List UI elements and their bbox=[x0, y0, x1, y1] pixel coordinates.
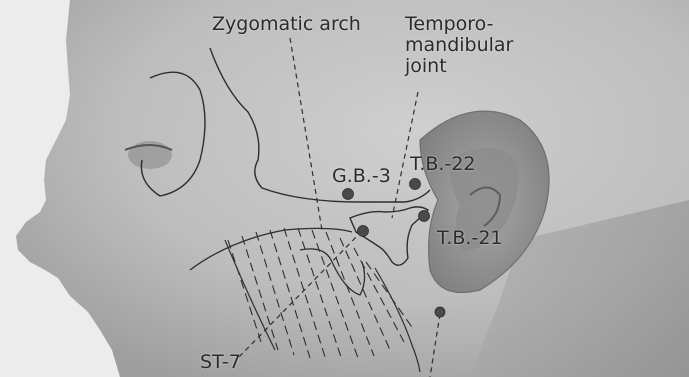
point-tb22 bbox=[410, 179, 421, 190]
point-lower bbox=[435, 307, 445, 317]
label-tmj-line2: mandibular bbox=[405, 35, 513, 56]
point-tb21 bbox=[419, 211, 430, 222]
label-zygomatic-arch: Zygomatic arch bbox=[212, 14, 361, 35]
point-gb3 bbox=[343, 189, 354, 200]
point-st7 bbox=[358, 226, 369, 237]
label-tmj-line1: Temporo- bbox=[405, 14, 513, 35]
label-tmj-line3: joint bbox=[405, 56, 513, 77]
label-gb3: G.B.-3 bbox=[332, 166, 391, 187]
label-tmj: Temporo- mandibular joint bbox=[405, 14, 513, 77]
label-tb21: T.B.-21 bbox=[437, 228, 503, 249]
label-tb22: T.B.-22 bbox=[410, 154, 476, 175]
label-st7: ST-7 bbox=[200, 352, 241, 373]
